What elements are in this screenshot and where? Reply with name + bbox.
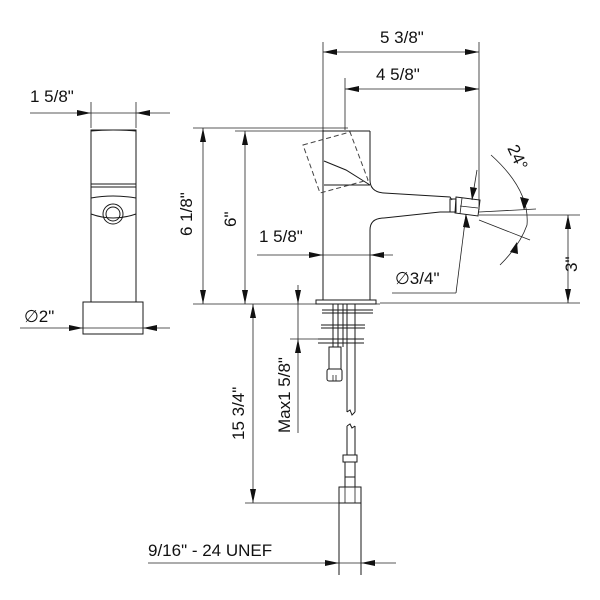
dim-spout-height: 3" bbox=[562, 257, 581, 273]
dim-overall-depth: 5 3/8" bbox=[380, 28, 424, 47]
dim-side-width: 1 5/8" bbox=[30, 87, 74, 106]
dim-aerator-diameter: ∅3/4" bbox=[395, 269, 439, 288]
dim-spout-reach: 4 5/8" bbox=[376, 65, 420, 84]
dim-max-deck-thickness: Max1 5/8" bbox=[275, 357, 294, 433]
dim-overall-height: 6 1/8" bbox=[177, 192, 196, 236]
dim-spout-angle: 24° bbox=[503, 142, 531, 173]
dim-body-width: 1 5/8" bbox=[259, 227, 303, 246]
side-view: 1 5/8" ∅2" bbox=[20, 87, 170, 335]
dim-hose-length: 15 3/4" bbox=[229, 387, 248, 440]
dim-base-diameter: ∅2" bbox=[24, 307, 54, 326]
front-view: 5 3/8" 4 5/8" 6 1/8" 6" bbox=[148, 28, 581, 575]
dim-connection-thread: 9/16" - 24 UNEF bbox=[148, 541, 272, 560]
dim-body-height: 6" bbox=[221, 212, 240, 228]
